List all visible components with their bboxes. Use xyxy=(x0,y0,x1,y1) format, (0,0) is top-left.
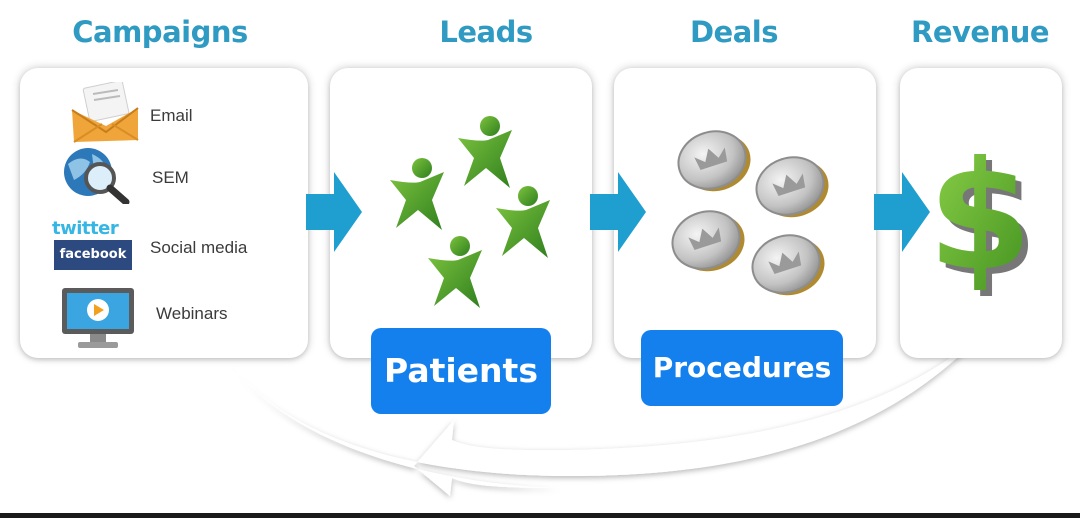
campaigns-card: Email SEM twitter facebook Social media … xyxy=(20,68,308,358)
channel-sem: SEM xyxy=(20,148,280,204)
svg-text:$: $ xyxy=(934,136,1038,310)
monitor-play-icon xyxy=(62,288,134,348)
flow-arrow-icon xyxy=(874,172,930,252)
deals-card xyxy=(614,68,876,358)
facebook-logo: facebook xyxy=(54,240,132,270)
search-globe-icon xyxy=(64,148,130,204)
channel-email: Email xyxy=(20,82,280,143)
channel-label: SEM xyxy=(152,168,189,187)
twitter-facebook-icon: twitter facebook xyxy=(52,220,136,272)
channel-label: Email xyxy=(150,106,193,125)
leads-card xyxy=(330,68,592,358)
channel-label: Social media xyxy=(150,238,248,257)
flow-arrow-icon xyxy=(590,172,646,252)
channel-label: Webinars xyxy=(156,304,228,323)
dollar-sign-icon: $ $ xyxy=(928,130,1038,310)
flow-arrow-icon xyxy=(306,172,362,252)
twitter-logo: twitter xyxy=(52,218,119,239)
stage-title-revenue: Revenue xyxy=(910,15,1050,49)
stage-title-campaigns: Campaigns xyxy=(72,15,248,49)
people-group-icon xyxy=(390,116,550,308)
coins-icon xyxy=(671,130,829,296)
email-icon xyxy=(71,82,139,143)
bottom-edge-bar xyxy=(0,513,1080,518)
svg-text:$: $ xyxy=(928,130,1032,304)
channel-social: twitter facebook Social media xyxy=(20,220,280,270)
stage-title-leads: Leads xyxy=(439,15,533,49)
overlay-label-procedures: Procedures xyxy=(641,330,843,406)
overlay-label-patients: Patients xyxy=(371,328,551,414)
stage-title-deals: Deals xyxy=(689,15,779,49)
channel-webinars: Webinars xyxy=(20,288,280,348)
